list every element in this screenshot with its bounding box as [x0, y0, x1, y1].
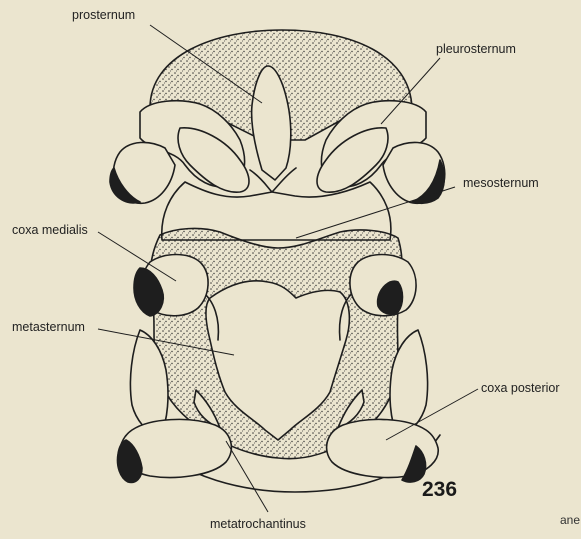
page-text-fragment: ane — [560, 513, 580, 527]
label-prosternum: prosternum — [72, 8, 135, 22]
label-coxa-medialis: coxa medialis — [12, 223, 88, 237]
label-pleurosternum: pleurosternum — [436, 42, 516, 56]
figure-number: 236 — [422, 478, 457, 502]
label-metasternum: metasternum — [12, 320, 85, 334]
label-coxa-posterior: coxa posterior — [481, 381, 560, 395]
label-metatrochantinus: metatrochantinus — [210, 517, 306, 531]
label-mesosternum: mesosternum — [463, 176, 539, 190]
